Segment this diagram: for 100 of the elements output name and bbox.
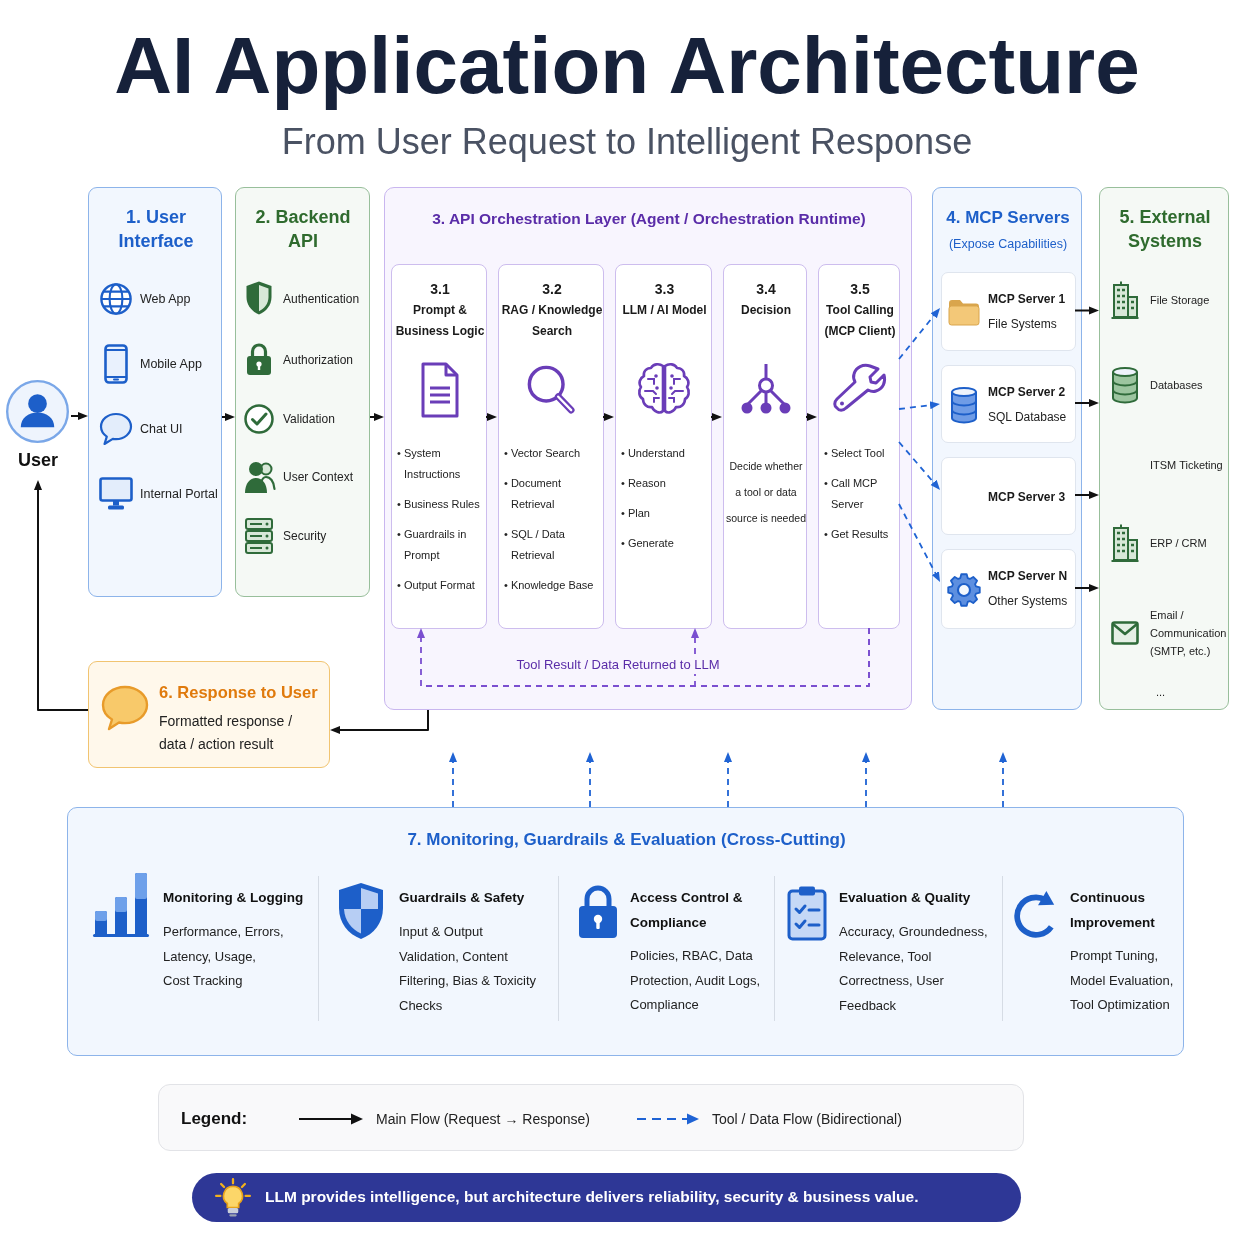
bullet-item: • Business Rules: [397, 497, 480, 512]
system-label: ITSM Ticketing: [1150, 458, 1223, 473]
flow-arrow: [221, 413, 235, 421]
step-number: 3.4: [756, 280, 776, 298]
flow-arrow: [485, 413, 497, 421]
bullet-item: • SQL / Data Retrieval: [504, 527, 566, 563]
dashed-arrow: [999, 752, 1007, 808]
panel-subtitle: (Expose Capabilities): [948, 236, 1068, 252]
server-description: SQL Database: [988, 409, 1067, 425]
column-heading: Monitoring & Logging: [163, 889, 304, 907]
system-label: File Storage: [1150, 293, 1210, 308]
server-card: [941, 457, 1076, 535]
server-name: MCP Server 1: [988, 291, 1066, 307]
server-name: MCP Server 2: [988, 384, 1066, 400]
bullet-item: • System Instructions: [397, 446, 462, 482]
flow-arrow: [34, 480, 89, 711]
column-description: Input & Output Validation, Content Filtering, Bias & Toxicity Checks: [399, 923, 538, 1015]
flow-arrow: [602, 413, 614, 421]
layer-panel: [1099, 187, 1229, 710]
bullet-item: • Vector Search: [504, 446, 580, 461]
system-label: Email / Communication (SMTP, etc.): [1150, 608, 1228, 659]
dashed-arrow: [586, 752, 594, 808]
server-description: Other Systems: [988, 593, 1068, 609]
response-description: Formatted response / data / action result: [159, 712, 294, 754]
column-heading: Guardrails & Safety: [399, 889, 525, 907]
column-heading: Continuous Improvement: [1070, 889, 1156, 932]
tagline-text: LLM provides intelligence, but architecture delivers reliability, security & business value.: [265, 1187, 919, 1207]
bullet-item: • Guardrails in Prompt: [397, 527, 468, 563]
tagline-banner: [192, 1173, 1021, 1222]
step-card: [615, 264, 712, 629]
more-label: ...: [1156, 685, 1166, 700]
flow-arrow: [1074, 306, 1099, 315]
flow-arrow: [1074, 491, 1099, 499]
step-card: [391, 264, 487, 629]
dashed-arrow: [898, 503, 941, 583]
system-label: ERP / CRM: [1150, 536, 1207, 551]
item-label: Authentication: [283, 291, 360, 307]
layer-panel: [88, 187, 222, 597]
bullet-item: • Output Format: [397, 578, 475, 593]
dashed-arrow: [898, 441, 941, 490]
flow-arrow: [1074, 399, 1099, 407]
panel-title: 7. Monitoring, Guardrails & Evaluation (Cross-Cutting): [407, 829, 846, 851]
system-label: Databases: [1150, 378, 1203, 393]
dashed-arrow: [898, 401, 940, 410]
orchestration-panel: [384, 187, 912, 710]
step-card: [723, 264, 807, 629]
bullet-item: • Understand: [621, 446, 685, 461]
dashed-arrow: [862, 752, 870, 808]
column-heading: Evaluation & Quality: [839, 889, 971, 907]
dashed-arrow: [449, 752, 457, 808]
panel-title: 5. External Systems: [1118, 206, 1212, 253]
step-description: Decide whether a tool or data source is needed: [726, 459, 806, 526]
server-card: [941, 365, 1076, 443]
legend-text: Main Flow (Request → Response): [376, 1110, 590, 1129]
item-label: Mobile App: [140, 356, 202, 372]
server-card: [941, 549, 1076, 629]
item-label: Web App: [140, 291, 191, 307]
bullet-item: • Select Tool: [824, 446, 885, 461]
step-title: Tool Calling (MCP Client): [823, 302, 897, 340]
column-description: Accuracy, Groundedness, Relevance, Tool Correctness, User Feedback: [839, 923, 989, 1015]
page-subtitle: From User Request to Intelligent Response: [281, 120, 973, 164]
step-number: 3.5: [850, 280, 870, 298]
step-title: Decision: [741, 302, 791, 319]
flow-arrow: [70, 412, 88, 420]
layer-panel: [932, 187, 1082, 710]
server-description: File Systems: [988, 316, 1057, 332]
legend-title: Legend:: [181, 1108, 248, 1130]
bullet-item: • Document Retrieval: [504, 476, 563, 512]
item-label: Authorization: [283, 352, 354, 368]
item-label: Validation: [283, 411, 335, 427]
panel-title: 2. Backend API: [254, 206, 352, 253]
server-card: [941, 272, 1076, 351]
flow-arrow: [710, 413, 722, 421]
step-card: [818, 264, 900, 629]
dashed-arrow: [898, 308, 941, 360]
bullet-item: • Knowledge Base: [504, 578, 594, 593]
step-card: [498, 264, 604, 629]
column-description: Policies, RBAC, Data Protection, Audit Logs, Compliance: [630, 947, 762, 1014]
step-number: 3.3: [654, 280, 675, 298]
panel-title: 1. User Interface: [117, 206, 195, 253]
actor-label: User: [18, 449, 58, 471]
bullet-item: • Plan: [621, 506, 650, 521]
flow-arrow: [330, 709, 429, 734]
panel-title: 3. API Orchestration Layer (Agent / Orchestration Runtime): [432, 209, 866, 229]
page-title: AI Application Architecture: [114, 21, 1140, 111]
bullet-item: • Call MCP Server: [824, 476, 879, 512]
step-title: LLM / AI Model: [622, 302, 707, 319]
flow-arrow: [805, 413, 817, 421]
bullet-item: • Get Results: [824, 527, 889, 542]
server-name: MCP Server 3: [988, 489, 1066, 505]
column-description: Performance, Errors, Latency, Usage, Cost Tracking: [163, 923, 285, 990]
step-title: Prompt & Business Logic: [394, 302, 486, 340]
flow-arrow: [1074, 584, 1099, 592]
item-label: Internal Portal: [140, 486, 218, 502]
bullet-item: • Reason: [621, 476, 666, 491]
dashed-arrow: [724, 752, 732, 808]
step-number: 3.2: [542, 280, 562, 298]
column-description: Prompt Tuning, Model Evaluation, Tool Optimization: [1070, 947, 1175, 1014]
step-number: 3.1: [430, 280, 450, 298]
response-box: [88, 661, 330, 768]
